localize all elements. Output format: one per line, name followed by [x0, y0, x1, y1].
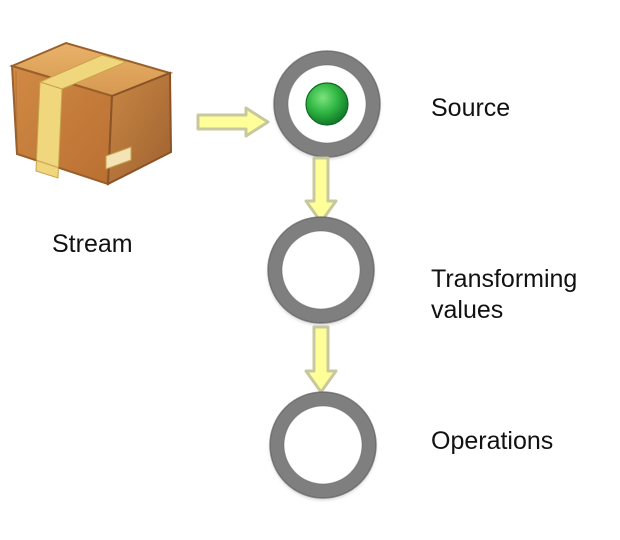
arrow-down-icon-2: [304, 325, 338, 394]
stage-transforming-node: [267, 216, 375, 324]
arrow-right-icon: [196, 106, 270, 138]
transforming-values-label: Transforming values: [431, 264, 577, 326]
box-icon: [9, 41, 174, 186]
arrow-down-icon-1: [304, 156, 338, 224]
source-label: Source: [431, 94, 511, 122]
stage-source-node: [273, 50, 381, 158]
transforming-line-1: Transforming: [431, 265, 578, 293]
operations-label: Operations: [431, 427, 554, 455]
green-dot-icon: [305, 82, 349, 126]
stage-operations-node: [269, 391, 377, 499]
stream-label: Stream: [52, 230, 133, 258]
transforming-line-2: values: [431, 296, 504, 324]
